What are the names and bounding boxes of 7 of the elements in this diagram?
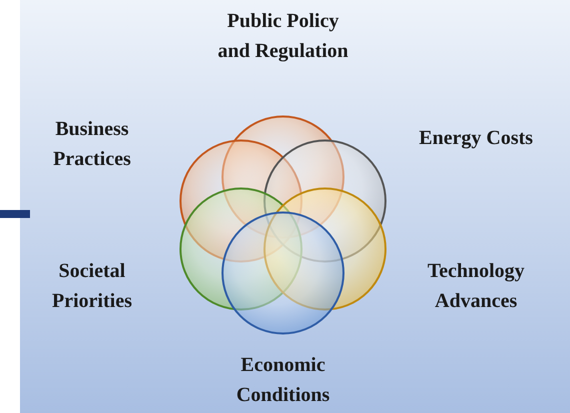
circle-label: Business Practices	[52, 117, 132, 172]
circle-label: Energy Costs	[418, 126, 534, 151]
circle-label: Societal Priorities	[51, 259, 133, 314]
circle-label: Public Policy and Regulation	[216, 9, 350, 64]
circle-label: Technology Advances	[426, 259, 526, 314]
circle	[221, 211, 345, 335]
circle-label: Economic Conditions	[235, 353, 331, 408]
